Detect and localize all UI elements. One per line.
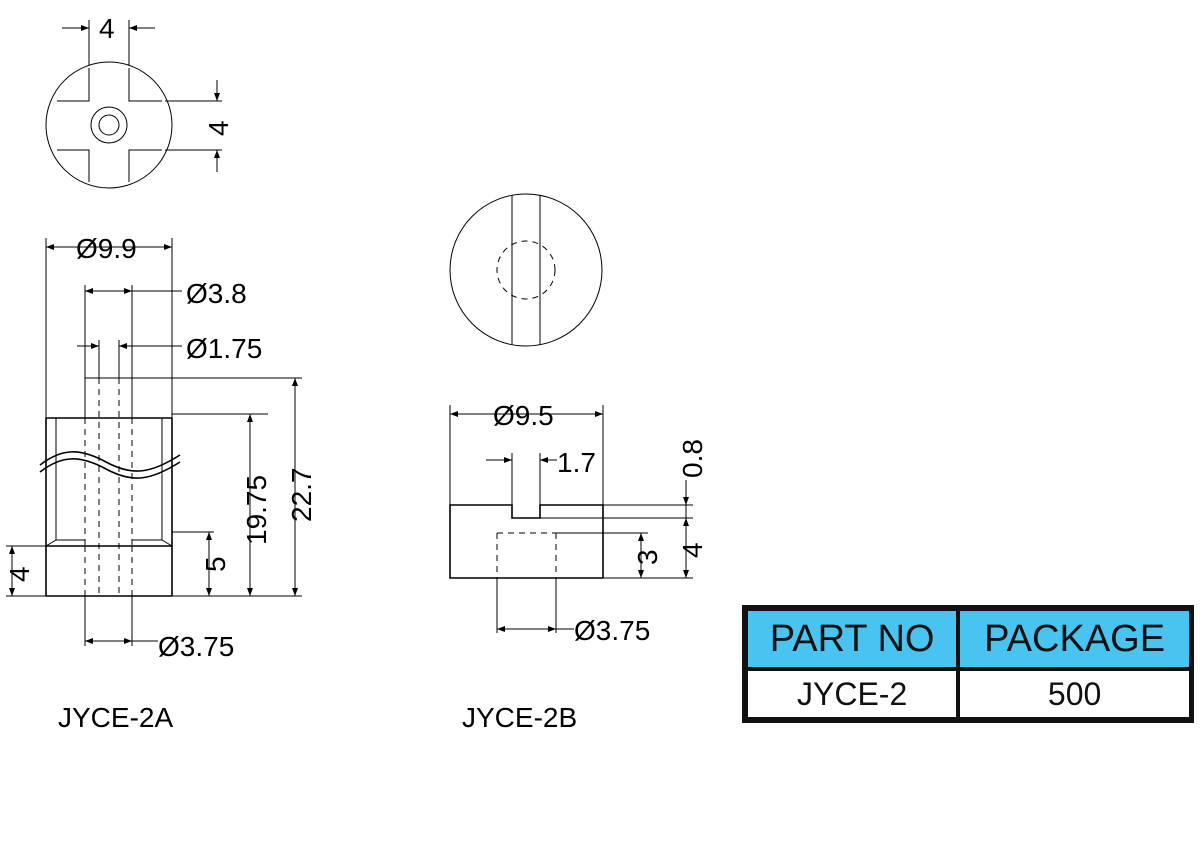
part-package-table: PART NO PACKAGE JYCE-2 500 xyxy=(742,605,1194,723)
dim-2a-mid-dia: Ø3.8 xyxy=(186,278,247,309)
jyce-2a-end-view: 4 4 xyxy=(45,13,234,189)
dim-2a-total-len: 22.7 xyxy=(286,468,317,523)
dim-2a-hole-dia: Ø1.75 xyxy=(186,333,262,364)
dim-2b-bore-depth: 3 xyxy=(632,549,663,565)
cell-package: 500 xyxy=(960,671,1189,717)
header-part-no: PART NO xyxy=(748,611,957,667)
caption-jyce-2b: JYCE-2B xyxy=(462,702,577,733)
dim-2a-top-height: 4 xyxy=(203,120,234,136)
dim-2a-boss-len: 5 xyxy=(200,556,231,572)
dim-2a-top-width: 4 xyxy=(99,13,115,44)
dim-2b-outer-dia: Ø9.5 xyxy=(493,400,554,431)
dim-2b-height: 4 xyxy=(677,542,708,558)
jyce-2b-top-view xyxy=(449,193,603,347)
dim-2b-bore-dia: Ø3.75 xyxy=(574,615,650,646)
caption-jyce-2a: JYCE-2A xyxy=(58,702,173,733)
dim-2a-bottom-dia: Ø3.75 xyxy=(158,631,234,662)
dim-2b-slot-width: 1.7 xyxy=(557,447,596,478)
dim-2a-outer-dia: Ø9.9 xyxy=(76,233,137,264)
jyce-2b-side-view: Ø9.5 1.7 0.8 3 4 xyxy=(449,400,708,646)
header-package: PACKAGE xyxy=(960,611,1189,667)
dim-2a-body-len: 19.75 xyxy=(241,475,272,545)
jyce-2a-side-view: Ø9.9 Ø3.8 Ø1.75 xyxy=(4,233,317,662)
dim-2a-left-len: 4 xyxy=(4,566,35,582)
dim-2b-slot-depth: 0.8 xyxy=(677,439,708,478)
cell-part-no: JYCE-2 xyxy=(748,671,957,717)
